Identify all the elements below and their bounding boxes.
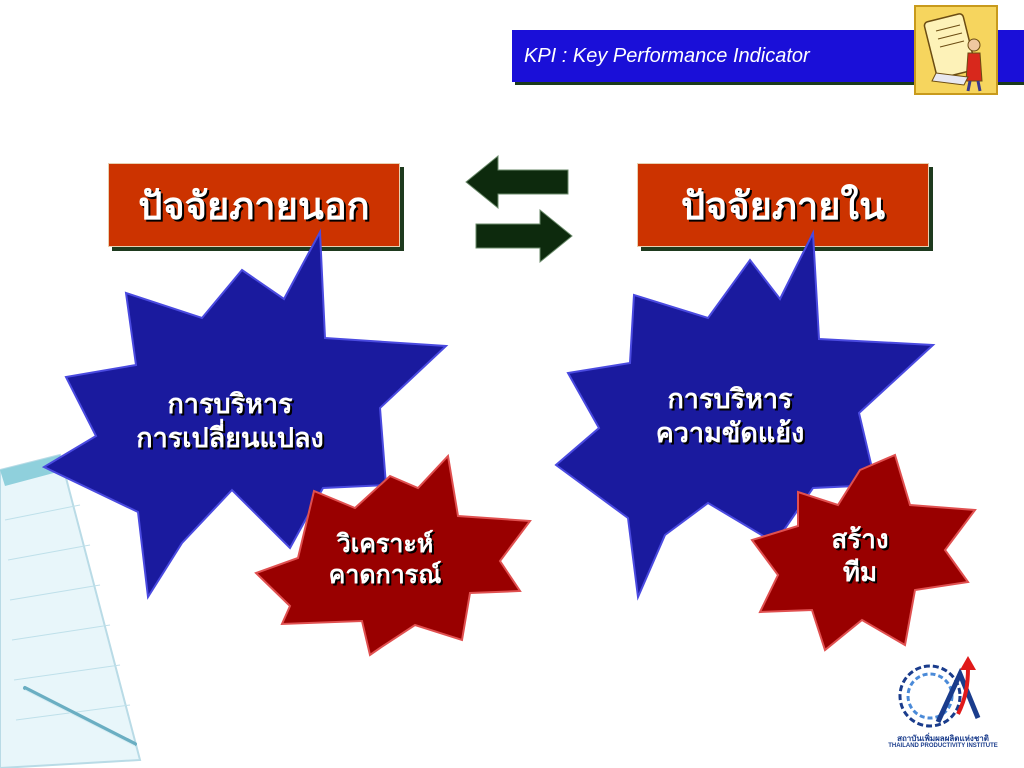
banner-title: KPI : Key Performance Indicator xyxy=(524,45,810,67)
star-text-line: ความขัดแย้ง xyxy=(655,417,805,449)
exchange-arrows-icon xyxy=(465,154,573,264)
star-text-line: วิเคราะห์ xyxy=(336,529,434,558)
change-management-text: การบริหาร การเปลี่ยนแปลง xyxy=(100,388,360,456)
team-building-text: สร้าง ทีม xyxy=(800,524,920,589)
external-factors-label: ปัจจัยภายนอก xyxy=(108,163,400,247)
red-star-left xyxy=(254,453,532,657)
star-text-line: การบริหาร xyxy=(667,384,793,415)
blue-star-left xyxy=(41,228,449,600)
conflict-management-text: การบริหาร ความขัดแย้ง xyxy=(600,383,860,451)
institute-logo: สถาบันเพิ่มผลผลิตแห่งชาติ THAILAND PRODU… xyxy=(888,654,998,754)
star-text-line: ทีม xyxy=(842,557,878,588)
star-text-line: คาดการณ์ xyxy=(328,560,442,590)
institute-logo-icon xyxy=(898,656,981,728)
star-text-line: การเปลี่ยนแปลง xyxy=(136,422,324,454)
analyze-forecast-text: วิเคราะห์ คาดการณ์ xyxy=(280,528,490,591)
star-text-line: สร้าง xyxy=(831,525,889,555)
red-star-right xyxy=(750,453,977,652)
logo-name-thai: สถาบันเพิ่มผลผลิตแห่งชาติ xyxy=(897,734,989,743)
star-text-line: การบริหาร xyxy=(167,389,293,420)
blue-star-right xyxy=(554,229,936,601)
internal-factors-label: ปัจจัยภายใน xyxy=(637,163,929,247)
document-person-clipart-icon xyxy=(914,5,998,95)
logo-name-english: THAILAND PRODUCTIVITY INSTITUTE xyxy=(888,743,998,749)
